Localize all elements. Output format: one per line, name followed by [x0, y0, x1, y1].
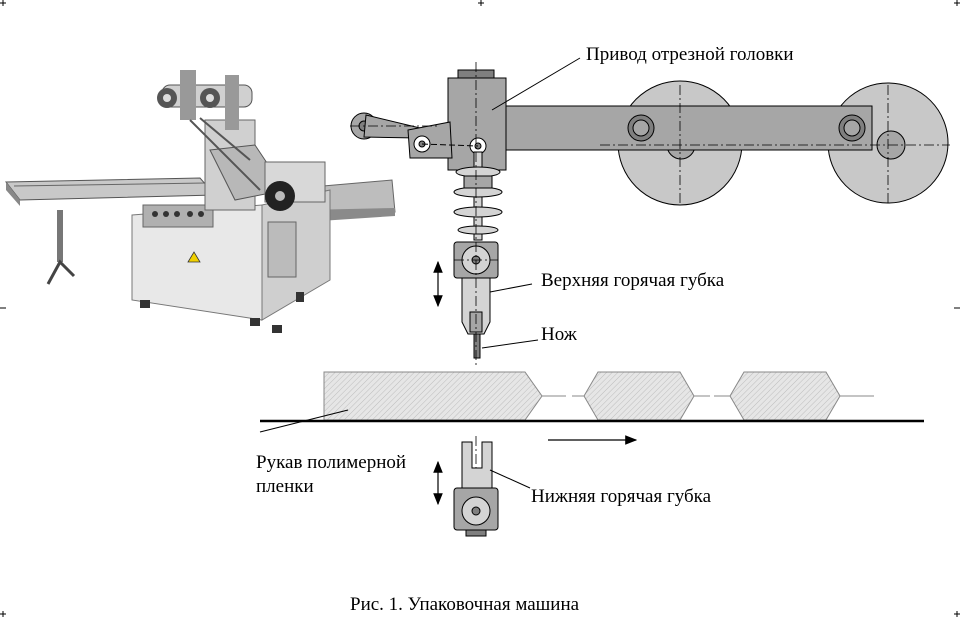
film-sleeve-label-line1: Рукав полимерной [256, 452, 406, 473]
upper-hot-jaw-label: Верхняя горячая губка [541, 270, 725, 291]
film-sleeve [323, 371, 874, 421]
cutting-head-drive-label: Привод отрезной головки [586, 44, 794, 65]
film-sleeve-label-line2: пленки [256, 476, 314, 497]
machine-illustration [4, 70, 396, 333]
knife-label: Нож [541, 324, 578, 345]
cutting-head-drive [350, 69, 949, 359]
leader-lines [259, 57, 581, 489]
figure-caption: Рис. 1. Упаковочная машина [350, 594, 580, 615]
lower-hot-jaw [453, 441, 499, 537]
lower-hot-jaw-label: Нижняя горячая губка [531, 486, 712, 507]
